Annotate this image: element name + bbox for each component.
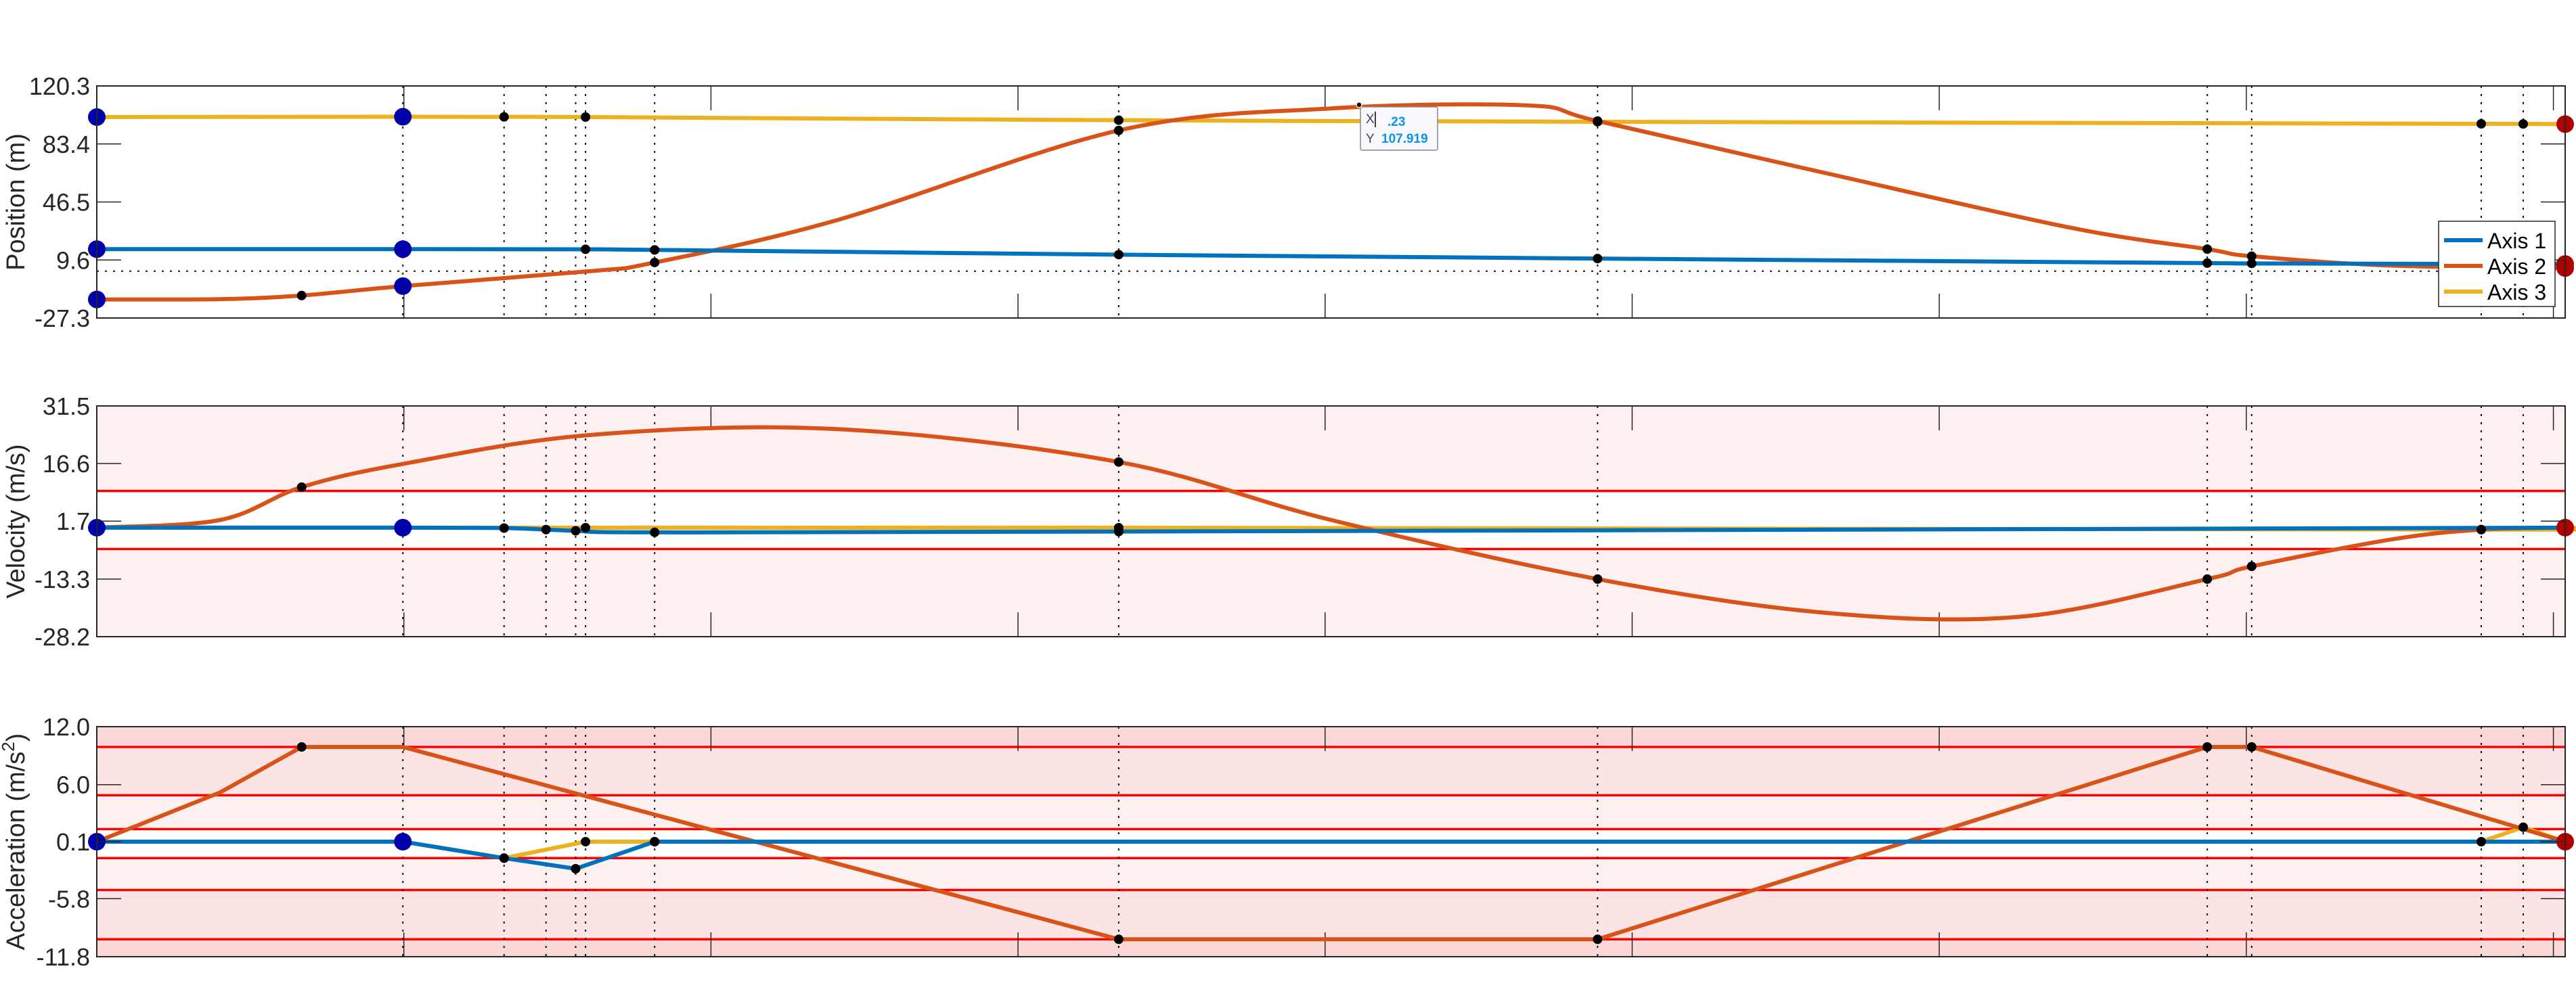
y-tick-label: 1.7 xyxy=(56,507,90,535)
acceleration-ylabel: Acceleration (m/s2) xyxy=(0,733,30,951)
start-marker[interactable] xyxy=(394,277,412,295)
series-line-axis-1[interactable] xyxy=(97,840,2565,871)
y-tick-label: 12.0 xyxy=(43,713,90,741)
datatip[interactable]: X .23 Y 107.919 xyxy=(1356,101,1438,151)
waypoint-marker[interactable] xyxy=(650,837,660,846)
position-ylabel: Position (m) xyxy=(2,133,30,271)
datatip-anchor-dot xyxy=(1356,101,1362,108)
waypoint-marker[interactable] xyxy=(1113,457,1124,467)
y-tick-label: 46.5 xyxy=(43,189,90,217)
waypoint-marker[interactable] xyxy=(499,853,509,863)
y-tick-label: 9.6 xyxy=(56,246,90,274)
waypoint-marker[interactable] xyxy=(581,837,591,846)
waypoint-marker[interactable] xyxy=(571,526,581,536)
waypoint-lines xyxy=(97,86,2566,318)
y-tick-label: 0.1 xyxy=(56,828,90,856)
waypoint-marker[interactable] xyxy=(2477,524,2487,535)
waypoint-marker[interactable] xyxy=(1593,574,1603,584)
waypoint-marker[interactable] xyxy=(2246,251,2257,261)
start-marker[interactable] xyxy=(394,833,412,850)
datatip-y-label: Y xyxy=(1366,132,1375,146)
series-line-axis-3[interactable] xyxy=(96,114,2566,127)
waypoint-marker[interactable] xyxy=(2518,119,2529,129)
waypoint-marker[interactable] xyxy=(1113,934,1124,945)
y-tick-label: 16.6 xyxy=(43,450,90,478)
y-tick-label: 120.3 xyxy=(29,72,90,100)
waypoint-marker[interactable] xyxy=(581,522,591,532)
y-tick-label: 31.5 xyxy=(43,392,90,420)
y-tick-label: -11.8 xyxy=(37,943,90,971)
waypoint-marker[interactable] xyxy=(296,482,307,492)
waypoint-marker[interactable] xyxy=(2477,119,2487,129)
y-tick-label: 83.4 xyxy=(43,131,90,158)
series-line-axis-1[interactable] xyxy=(96,247,2566,267)
waypoint-marker[interactable] xyxy=(2202,574,2213,584)
y-tick-label: -5.8 xyxy=(48,885,90,913)
waypoint-marker[interactable] xyxy=(2518,822,2529,832)
waypoint-marker[interactable] xyxy=(650,527,660,537)
waypoint-marker[interactable] xyxy=(2202,258,2213,268)
position-subplot[interactable]: 120.3 83.4 46.5 9.6 -27.3 Position (m) xyxy=(2,72,2574,332)
waypoint-marker[interactable] xyxy=(581,244,591,254)
waypoint-marker[interactable] xyxy=(2246,562,2257,572)
waypoint-marker[interactable] xyxy=(2202,244,2213,254)
waypoint-marker[interactable] xyxy=(296,742,307,752)
waypoint-marker[interactable] xyxy=(1593,934,1603,945)
y-tick-label: 6.0 xyxy=(56,771,90,799)
datatip-box xyxy=(1360,106,1438,151)
datatip-x-value: .23 xyxy=(1387,115,1405,129)
waypoint-marker[interactable] xyxy=(1593,116,1603,127)
waypoint-marker[interactable] xyxy=(1113,115,1124,125)
acceleration-subplot[interactable]: 12.0 6.0 0.1 -5.8 -11.8 Acceleration (m/s2) xyxy=(0,713,2574,971)
y-tick-label: -13.3 xyxy=(35,566,90,593)
waypoint-marker[interactable] xyxy=(2246,258,2257,269)
legend-label-axis-2: Axis 2 xyxy=(2487,254,2546,279)
waypoint-marker[interactable] xyxy=(650,245,660,255)
start-marker[interactable] xyxy=(394,108,412,126)
waypoint-marker[interactable] xyxy=(541,524,551,535)
waypoint-marker[interactable] xyxy=(499,112,509,122)
waypoint-marker[interactable] xyxy=(2246,742,2257,752)
waypoint-marker[interactable] xyxy=(1113,522,1124,532)
waypoint-marker[interactable] xyxy=(1593,254,1603,264)
waypoint-marker[interactable] xyxy=(571,864,581,873)
series-line-axis-2[interactable] xyxy=(96,102,2566,302)
waypoint-marker[interactable] xyxy=(2202,742,2213,752)
y-tick-label: -28.2 xyxy=(35,623,90,651)
waypoint-marker[interactable] xyxy=(1113,125,1124,135)
legend-label-axis-3: Axis 3 xyxy=(2487,280,2546,304)
legend[interactable]: Axis 1 Axis 2 Axis 3 xyxy=(2438,221,2556,307)
velocity-ylabel: Velocity (m/s) xyxy=(2,444,30,598)
legend-label-axis-1: Axis 1 xyxy=(2487,229,2546,253)
datatip-x-label: X xyxy=(1366,112,1375,127)
waypoint-marker[interactable] xyxy=(296,290,307,300)
waypoint-marker[interactable] xyxy=(2477,837,2487,846)
start-marker[interactable] xyxy=(394,240,412,258)
waypoint-marker[interactable] xyxy=(650,257,660,267)
waypoint-marker[interactable] xyxy=(581,112,591,122)
velocity-subplot[interactable]: 31.5 16.6 1.7 -13.3 -28.2 Velocity (m/s) xyxy=(2,392,2576,651)
waypoint-marker[interactable] xyxy=(1113,250,1124,260)
start-marker[interactable] xyxy=(394,518,412,537)
y-tick-label: -27.3 xyxy=(35,304,90,332)
datatip-y-value: 107.919 xyxy=(1381,132,1428,146)
waypoint-marker[interactable] xyxy=(499,523,509,533)
